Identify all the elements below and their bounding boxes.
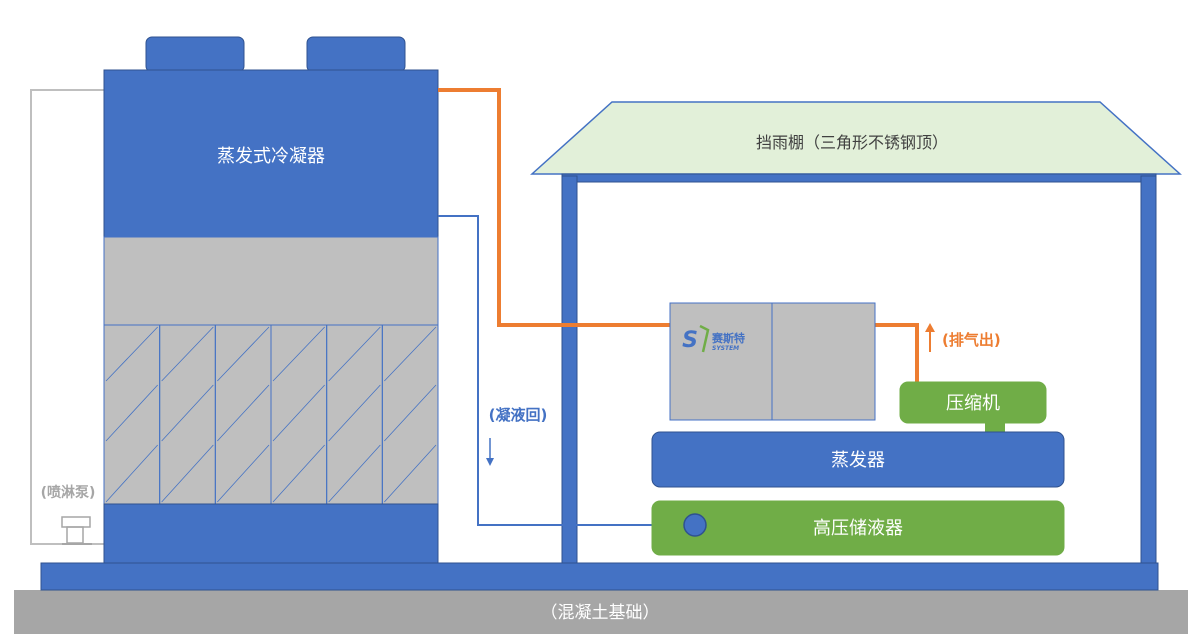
fill-hatch-line xyxy=(217,444,270,503)
roof-label: 挡雨棚（三角形不锈钢顶） xyxy=(756,133,948,152)
condenser-label: 蒸发式冷凝器 xyxy=(217,146,325,167)
fill-hatch-line xyxy=(384,384,437,442)
rain-shelter-roof xyxy=(530,101,1182,175)
condenser-water-basin xyxy=(103,503,439,564)
logo-brand-cn: 赛斯特 xyxy=(711,331,745,345)
shelter-post-right xyxy=(1140,175,1157,564)
roof-beam xyxy=(561,173,1157,183)
fill-hatch-line xyxy=(105,384,158,442)
spray-pump-icon xyxy=(61,516,92,545)
compressor-label: 压缩机 xyxy=(946,393,1000,414)
condenser-top-section xyxy=(103,69,439,238)
fill-hatch-line xyxy=(105,326,158,382)
high-pressure-receiver xyxy=(651,500,1065,556)
fill-hatch-line xyxy=(272,384,325,442)
exhaust-label: (排气出) xyxy=(942,331,1001,349)
logo-mark-icon: S xyxy=(682,328,698,353)
fill-hatch-line xyxy=(328,444,381,503)
evaporator-label: 蒸发器 xyxy=(831,450,885,471)
compressor-connector xyxy=(985,421,1005,433)
fill-hatch-line xyxy=(272,326,325,382)
fill-hatch-line xyxy=(384,444,437,503)
compressor xyxy=(899,381,1047,424)
fill-hatch-line xyxy=(161,384,214,442)
compressor-discharge-pipe xyxy=(875,323,919,382)
condensate-arrow-icon xyxy=(486,438,494,466)
fill-hatch-line xyxy=(161,444,214,503)
fill-hatch-line xyxy=(105,444,158,503)
base-platform xyxy=(40,562,1159,591)
brand-logo: S 赛斯特 SYSTEM xyxy=(682,324,745,353)
condensate-return-label: (凝液回) xyxy=(489,406,548,424)
fill-hatch-line xyxy=(384,326,437,382)
receiver-inlet-port xyxy=(683,513,707,537)
condenser-coil-section xyxy=(103,236,439,326)
fill-hatch-line xyxy=(272,444,325,503)
spray-pump-label: (喷淋泵) xyxy=(41,484,96,501)
condenser-fan-left xyxy=(145,36,245,73)
foundation-label: （混凝土基础） xyxy=(541,603,660,623)
condenser-fan-right xyxy=(306,36,406,73)
spray-pump-pipe xyxy=(30,89,104,545)
shelter-post-left xyxy=(561,175,578,564)
fill-hatch-line xyxy=(328,326,381,382)
logo-brand-en: SYSTEM xyxy=(712,345,739,352)
concrete-foundation xyxy=(14,590,1188,634)
receiver-label: 高压储液器 xyxy=(813,518,903,539)
exhaust-arrow-icon xyxy=(925,323,935,352)
fill-hatch-line xyxy=(161,326,214,382)
fill-hatch-line xyxy=(328,384,381,442)
evaporator xyxy=(651,431,1065,488)
fill-hatch-line xyxy=(217,326,270,382)
condensate-return-pipe xyxy=(438,215,684,526)
discharge-pipe xyxy=(438,88,670,327)
fill-hatch-line xyxy=(217,384,270,442)
